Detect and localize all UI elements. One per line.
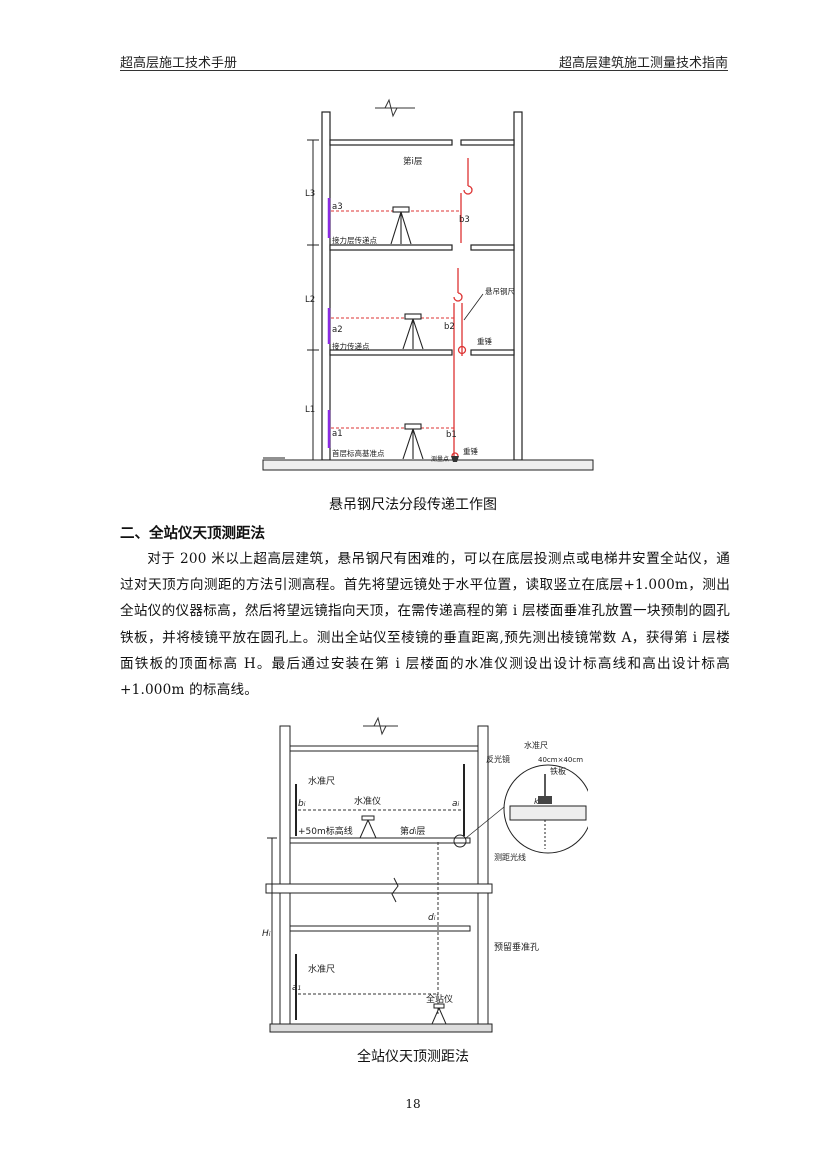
staff-bottom-label: 水准尺	[308, 963, 335, 975]
hole-label: 预留垂准孔	[494, 941, 539, 953]
section-title: 二、全站仪天顶测距法	[120, 526, 265, 542]
a1-label: a1	[292, 983, 301, 993]
bi-label: bi	[298, 799, 306, 809]
small-label: 测量点	[431, 455, 449, 463]
figure2-caption: 全站仪天顶测距法	[357, 1049, 469, 1065]
mark-label: +50m标高线	[298, 825, 353, 837]
b1-label: b1	[446, 430, 457, 440]
a2-label: a2	[332, 325, 343, 335]
staff-top-label: 水准尺	[308, 775, 335, 787]
relay2-label: 接力传递点	[332, 341, 370, 351]
header-right: 超高层建筑施工测量技术指南	[558, 56, 728, 71]
a3-label: a3	[332, 202, 343, 212]
inset-plate2-label: 铁板	[550, 766, 566, 776]
page-number: 18	[405, 1097, 421, 1111]
b3-label: b3	[459, 215, 470, 225]
level-label: 水准仪	[354, 795, 381, 807]
di-label: di	[428, 913, 436, 923]
weight1-label: 重锤	[463, 446, 478, 456]
b2-label: b2	[444, 322, 455, 332]
station-label: 全站仪	[426, 993, 453, 1005]
section-paragraph: 对于 200 米以上超高层建筑，悬吊钢尺有困难的，可以在底层投测点或电梯井安置全…	[120, 551, 730, 699]
figure1-caption: 悬吊钢尺法分段传递工作图	[329, 497, 497, 513]
floor-label: 第i层	[403, 156, 422, 167]
l2-label: L2	[305, 295, 315, 305]
ai-label: ai	[452, 799, 460, 809]
relay3-label: 接力层传递点	[332, 235, 377, 245]
inset-ray-label: 测距光线	[494, 852, 526, 862]
inset-staff-label: 水准尺	[524, 740, 548, 750]
suspended-tape-diagram: 第i层 L3 L2 L1 a3 a2 a1 b3 b2 b1 接力层传递点 接力…	[262, 98, 594, 471]
floor-i-label: 第di层	[400, 825, 425, 837]
base-label: 首层标高基准点	[332, 448, 385, 458]
a1-label: a1	[332, 429, 343, 439]
header-divider	[120, 70, 728, 71]
header-left: 超高层施工技术手册	[120, 56, 238, 71]
hi-label: Hi	[262, 929, 271, 939]
weight2-label: 重锤	[477, 336, 492, 346]
l3-label: L3	[305, 189, 315, 199]
inset-k-label: k	[534, 797, 539, 806]
inset-prism-label: 反光镜	[486, 754, 510, 764]
l1-label: L1	[305, 405, 315, 415]
zenith-ranging-diagram: 水准尺 水准仪 bi ai +50m标高线 第di层 di Hi 预留垂准孔 水…	[262, 716, 588, 1033]
inset-plate1-label: 40cm×40cm	[538, 756, 583, 764]
tape-label: 悬吊钢尺	[485, 286, 515, 296]
